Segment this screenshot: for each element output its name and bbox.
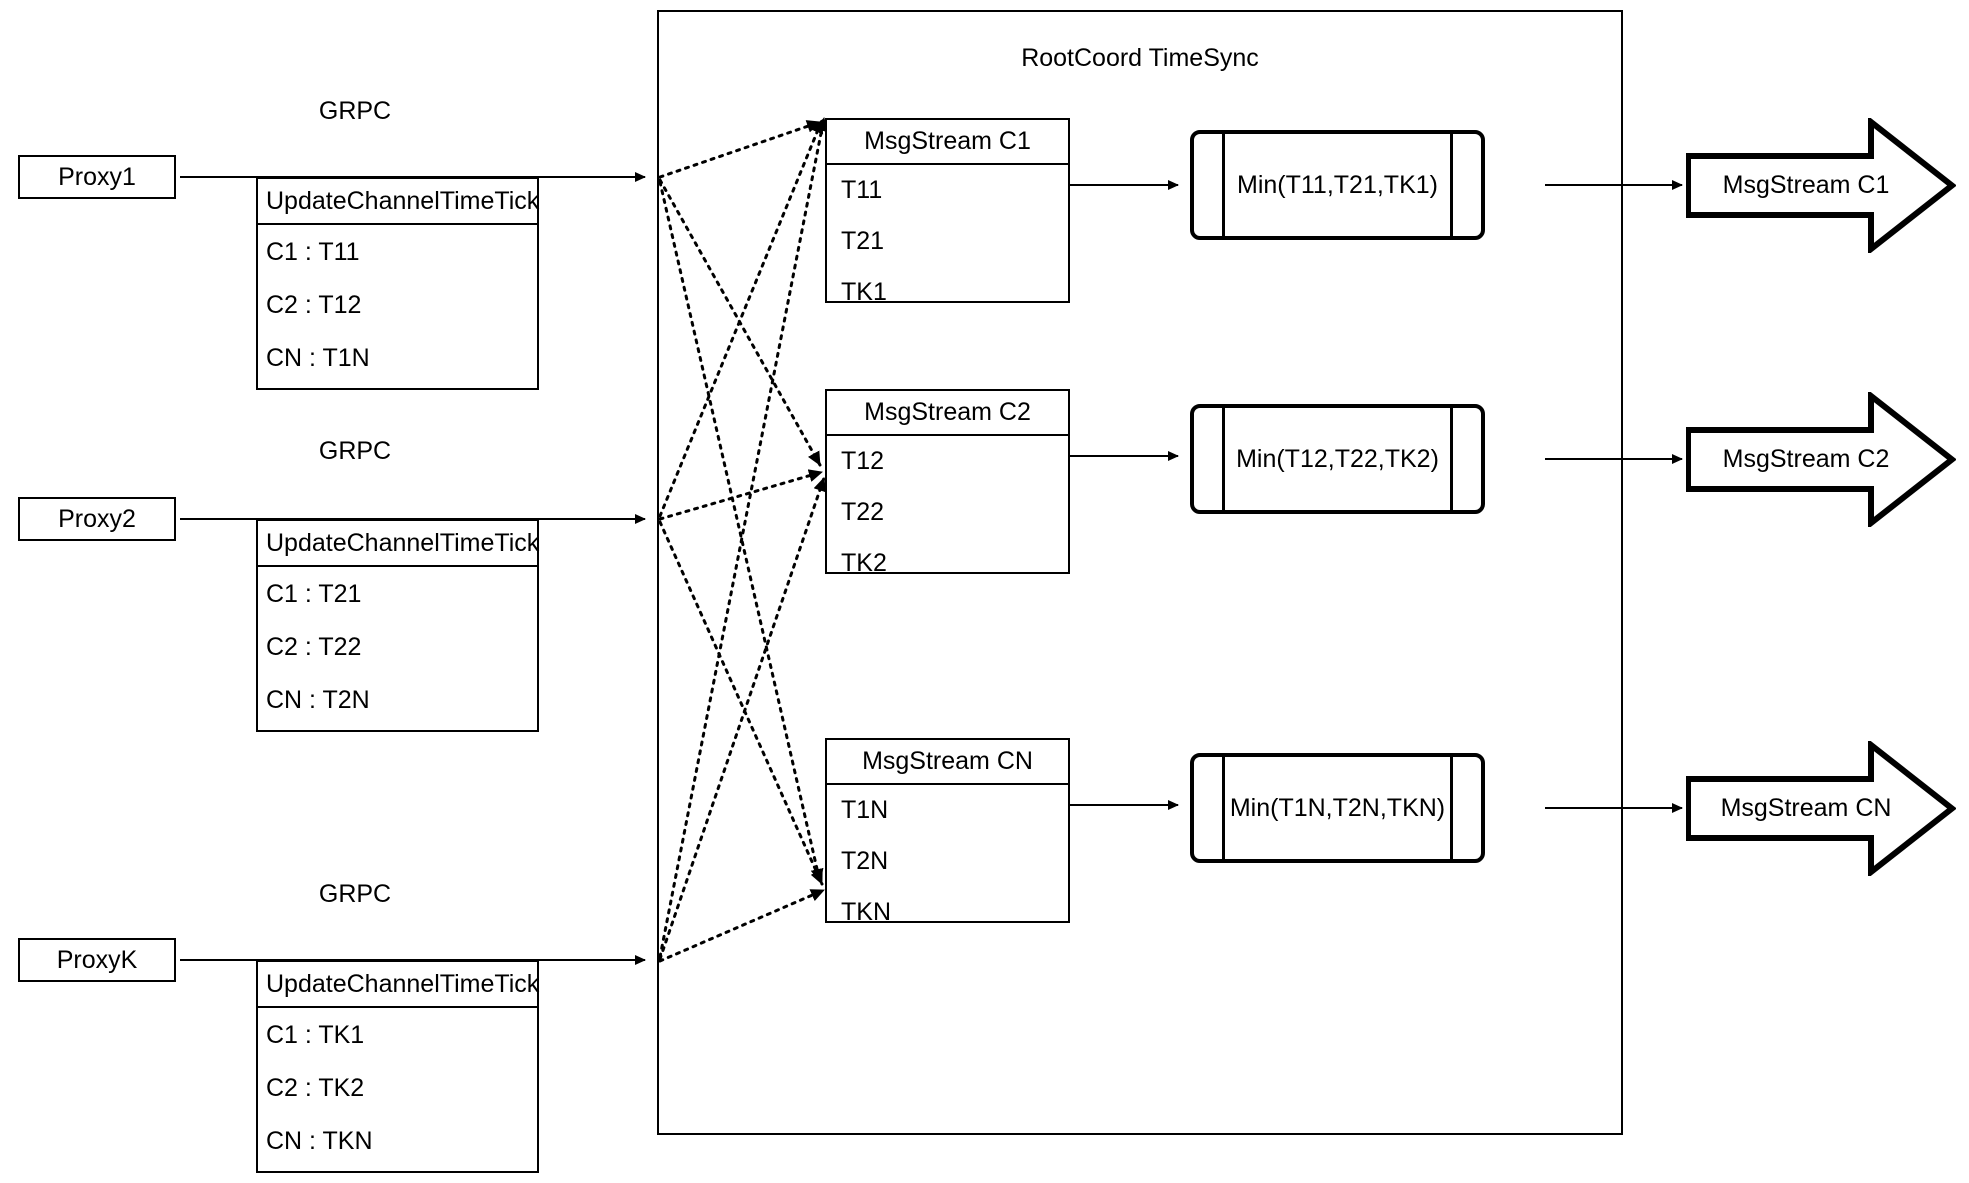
proxy-box-1[interactable]: Proxy1: [18, 155, 176, 199]
min-reducer-box-3: Min(T1N,T2N,TKN): [1190, 753, 1485, 863]
block-arrow-shape: [1685, 389, 1957, 530]
grpc-label-1: GRPC: [318, 97, 392, 125]
subroutine-bar-right: [1450, 134, 1453, 236]
tick-row: CN : T1N: [266, 344, 370, 372]
update-channel-timetick-box-3: UpdateChannelTimeTick C1 : TK1 C2 : TK2 …: [256, 960, 539, 1173]
proxy-label: Proxy1: [58, 162, 136, 191]
min-reducer-label: Min(T1N,T2N,TKN): [1229, 793, 1446, 822]
msgstream-header: MsgStream C1: [827, 120, 1068, 165]
grpc-label-2: GRPC: [318, 437, 392, 465]
tick-row: C1 : T21: [266, 580, 362, 608]
tick-row: C1 : T11: [266, 238, 360, 266]
rootcoord-timesync-container: [657, 10, 1623, 1135]
output-arrow-label: MsgStream C2: [1722, 445, 1890, 473]
proxy-label: ProxyK: [56, 945, 138, 974]
msgstream-row: TK2: [841, 549, 887, 577]
block-arrow-shape: [1685, 738, 1957, 879]
subroutine-bar-left: [1222, 757, 1225, 859]
msgstream-row: T12: [841, 447, 885, 475]
subroutine-bar-right: [1450, 757, 1453, 859]
msgstream-box-cn: MsgStream CN T1N T2N TKN: [825, 738, 1070, 926]
proxy-label: Proxy2: [58, 504, 136, 533]
tick-row: C1 : TK1: [266, 1021, 365, 1049]
msgstream-row: TKN: [841, 898, 891, 926]
msgstream-header: MsgStream CN: [827, 740, 1068, 785]
msgstream-row: T2N: [841, 847, 889, 875]
tick-box-header: UpdateChannelTimeTick: [258, 521, 539, 567]
output-block-arrow-c1: MsgStream C1: [1685, 115, 1957, 256]
output-block-arrow-cn: MsgStream CN: [1685, 738, 1957, 879]
output-arrow-label: MsgStream C1: [1722, 171, 1890, 199]
msgstream-body: T1N T2N TKN: [827, 785, 1068, 926]
subroutine-bar-left: [1222, 408, 1225, 510]
tick-row: C2 : T22: [266, 633, 362, 661]
tick-row: C2 : T12: [266, 291, 362, 319]
msgstream-body: T11 T21 TK1: [827, 165, 1068, 306]
tick-row: CN : TKN: [266, 1127, 373, 1155]
msgstream-row: T11: [841, 176, 883, 204]
tick-row: CN : T2N: [266, 686, 370, 714]
min-reducer-box-1: Min(T11,T21,TK1): [1190, 130, 1485, 240]
tick-box-header: UpdateChannelTimeTick: [258, 962, 539, 1008]
output-arrow-label: MsgStream CN: [1720, 794, 1892, 822]
subroutine-bar-right: [1450, 408, 1453, 510]
tick-box-body: C1 : TK1 C2 : TK2 CN : TKN: [258, 1008, 537, 1171]
msgstream-box-c1: MsgStream C1 T11 T21 TK1: [825, 118, 1070, 306]
tick-box-body: C1 : T11 C2 : T12 CN : T1N: [258, 225, 537, 388]
update-channel-timetick-box-1: UpdateChannelTimeTick C1 : T11 C2 : T12 …: [256, 177, 539, 390]
tick-box-body: C1 : T21 C2 : T22 CN : T2N: [258, 567, 537, 730]
block-arrow-shape: [1685, 115, 1957, 256]
update-channel-timetick-box-2: UpdateChannelTimeTick C1 : T21 C2 : T22 …: [256, 519, 539, 732]
output-block-arrow-c2: MsgStream C2: [1685, 389, 1957, 530]
msgstream-row: T22: [841, 498, 885, 526]
proxy-box-2[interactable]: Proxy2: [18, 497, 176, 541]
min-reducer-box-2: Min(T12,T22,TK2): [1190, 404, 1485, 514]
tick-row: C2 : TK2: [266, 1074, 365, 1102]
msgstream-header: MsgStream C2: [827, 391, 1068, 436]
rootcoord-timesync-title: RootCoord TimeSync: [1021, 44, 1259, 72]
tick-box-header: UpdateChannelTimeTick: [258, 179, 539, 225]
subroutine-bar-left: [1222, 134, 1225, 236]
min-reducer-label: Min(T12,T22,TK2): [1236, 444, 1439, 473]
msgstream-row: TK1: [841, 278, 887, 306]
grpc-label-3: GRPC: [318, 880, 392, 908]
msgstream-body: T12 T22 TK2: [827, 436, 1068, 577]
msgstream-row: T1N: [841, 796, 889, 824]
msgstream-box-c2: MsgStream C2 T12 T22 TK2: [825, 389, 1070, 577]
min-reducer-label: Min(T11,T21,TK1): [1237, 170, 1438, 199]
proxy-box-3[interactable]: ProxyK: [18, 938, 176, 982]
msgstream-row: T21: [841, 227, 885, 255]
